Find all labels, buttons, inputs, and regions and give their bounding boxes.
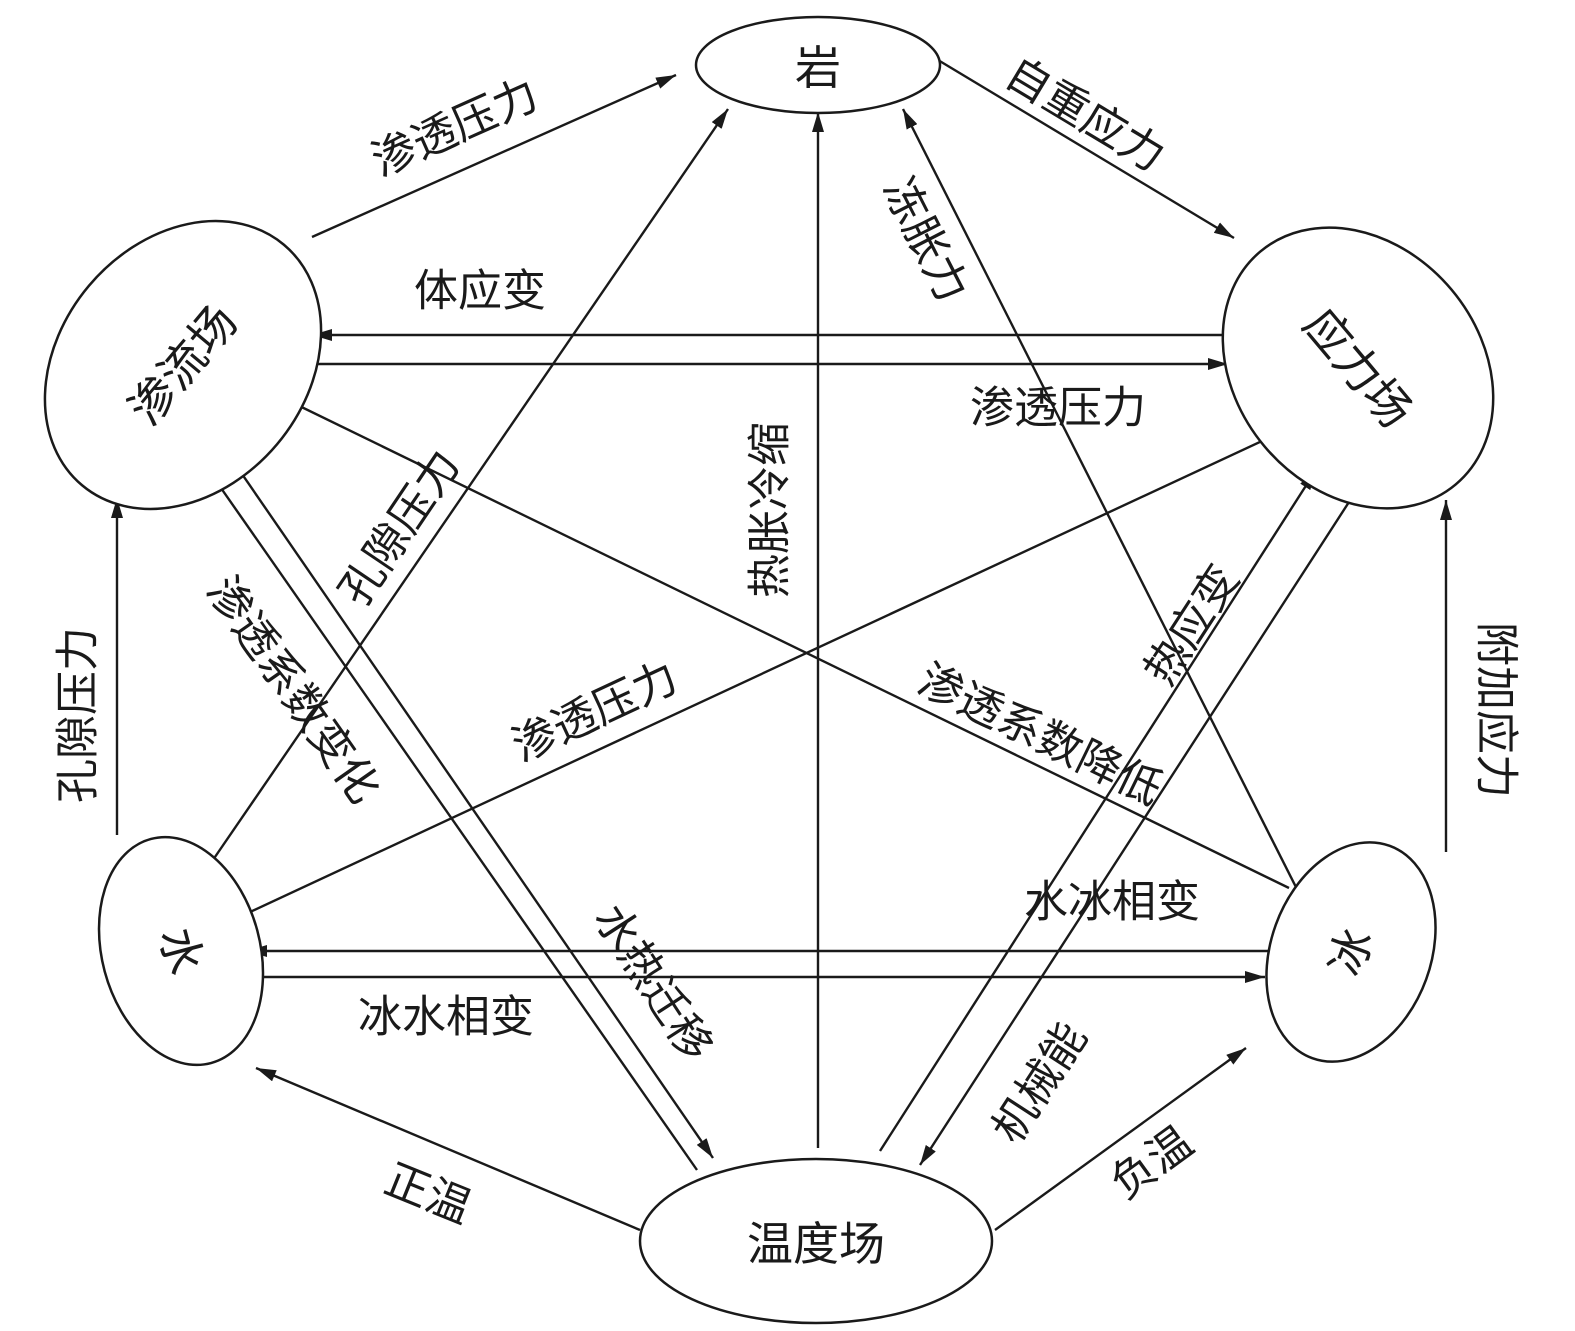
edge-water-to-rock xyxy=(203,108,729,874)
edge-label-additional-stress: 附加应力 xyxy=(1471,622,1522,798)
edge-temp-to-stress xyxy=(878,469,1318,1152)
edge-seepage-to-rock xyxy=(311,73,677,239)
node-temperature-field-label: 温度场 xyxy=(747,1217,885,1271)
edge-label-frost-heave-force: 冻胀力 xyxy=(872,170,977,311)
edge-label-thermal-expansion-contraction: 热胀冷缩 xyxy=(745,422,796,598)
edge-temp-to-water xyxy=(255,1066,641,1232)
edge-label-hydrothermal-migration: 水热迁移 xyxy=(584,895,723,1070)
edge-label-seepage-pressure-middle: 渗透压力 xyxy=(970,383,1146,434)
edge-label-thermal-strain: 热应变 xyxy=(1135,556,1250,694)
edge-temp-to-seepage xyxy=(206,467,698,1171)
edge-rock-to-stress xyxy=(937,58,1235,240)
edge-label-positive-temperature: 正温 xyxy=(378,1154,479,1234)
node-water: 水 xyxy=(97,835,265,1067)
edge-label-permeability-decrease: 渗透系数降低 xyxy=(910,654,1170,816)
edges xyxy=(111,58,1452,1232)
edge-label-self-weight-stress: 自重应力 xyxy=(996,48,1173,182)
edge-ice-to-rock xyxy=(901,108,1307,906)
node-rock-ellipse xyxy=(694,15,942,115)
edge-label-volumetric-strain: 体应变 xyxy=(414,266,546,317)
edge-water-to-stress xyxy=(234,426,1291,921)
node-seepage-field: 渗流场 xyxy=(43,219,323,511)
node-temperature-field-ellipse xyxy=(638,1157,994,1325)
edge-labels: 渗透压力 自重应力 体应变 渗透压力 冻胀力 热胀冷缩 孔隙压力 孔隙压力 渗透… xyxy=(53,48,1522,1234)
edge-label-pore-pressure-left: 孔隙压力 xyxy=(53,627,104,803)
edge-ice-to-seepage xyxy=(282,396,1290,890)
edge-label-negative-temperature: 负温 xyxy=(1101,1117,1202,1210)
nodes: 岩 应力场 渗流场 水 冰 温度场 xyxy=(43,15,1495,1325)
node-ice: 冰 xyxy=(1265,841,1437,1063)
edge-label-ice-water-phase-change: 冰水相变 xyxy=(358,992,534,1043)
node-stress-field-ellipse xyxy=(1221,226,1495,510)
node-temperature-field: 温度场 xyxy=(638,1157,994,1325)
edge-stress-to-temp xyxy=(918,484,1362,1166)
node-stress-field: 应力场 xyxy=(1221,226,1495,510)
node-water-ellipse xyxy=(97,835,265,1067)
node-rock: 岩 xyxy=(694,15,942,115)
edge-temp-to-ice xyxy=(994,1047,1247,1231)
edge-label-seepage-pressure-top: 渗透压力 xyxy=(364,69,546,187)
edge-label-mechanical-energy: 机械能 xyxy=(983,1014,1098,1152)
edge-label-water-ice-phase-change: 水冰相变 xyxy=(1024,877,1200,928)
node-ice-ellipse xyxy=(1265,841,1437,1063)
edge-label-seepage-pressure-diagonal: 渗透压力 xyxy=(504,652,685,773)
edge-seepage-to-temp xyxy=(221,444,714,1159)
node-rock-label: 岩 xyxy=(795,41,841,95)
node-seepage-field-ellipse xyxy=(43,219,323,511)
